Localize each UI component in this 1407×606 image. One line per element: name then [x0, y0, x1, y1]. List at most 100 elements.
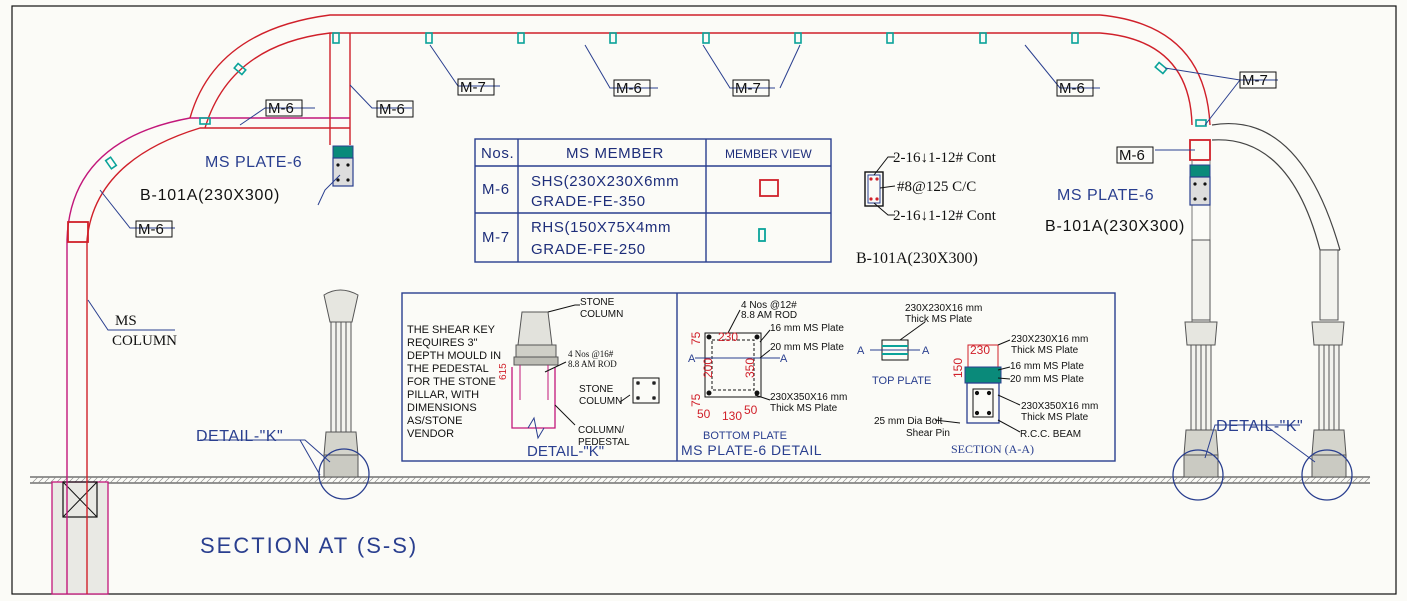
beam-label-left: B-101A(230X300) — [140, 187, 280, 204]
plate-rod-2: 8.8 AM ROD — [741, 310, 797, 321]
plate-bottom-1: 230X350X16 mm — [770, 392, 847, 403]
rod-label-2: 8.8 AM ROD — [568, 359, 617, 369]
member-table — [474, 138, 832, 263]
top-plate-drawing — [870, 321, 926, 361]
stone-column-left — [323, 289, 359, 478]
svg-text:DEPTH MOULD IN: DEPTH MOULD IN — [407, 350, 501, 362]
table-row-1-line1: SHS(230X230X6mm — [531, 173, 679, 190]
stone-column-right-2 — [1311, 249, 1347, 478]
detail-k-left: DETAIL-"K" — [196, 428, 283, 445]
sheet-border — [11, 5, 1397, 595]
stone-column-right-1 — [1183, 239, 1219, 478]
table-row-1-nos: M-6 — [482, 181, 510, 198]
svg-text:THE PEDESTAL: THE PEDESTAL — [407, 363, 489, 375]
table-row-1-line2: GRADE-FE-350 — [531, 193, 646, 210]
rod-label-1: 4 Nos @16# — [568, 349, 614, 359]
dim-50-a: 50 — [697, 407, 711, 421]
section-aa-drawing — [934, 339, 1021, 433]
top-plate-label-2: Thick MS Plate — [905, 314, 973, 325]
section-mark-a-3: A — [857, 345, 865, 357]
dim-350: 350 — [743, 358, 757, 378]
teal-rect-icon — [758, 228, 766, 242]
table-header-nos: Nos. — [481, 145, 514, 162]
dim-230-a: 230 — [718, 330, 738, 344]
leader-lines — [87, 44, 1316, 476]
dim-130: 130 — [722, 409, 742, 423]
svg-text:DIMENSIONS: DIMENSIONS — [407, 402, 477, 414]
right-ms-plate-block — [1189, 164, 1211, 206]
section-mark-a-4: A — [922, 345, 930, 357]
svg-text:PILLAR, WITH: PILLAR, WITH — [407, 389, 479, 401]
ms-plate-6-right: MS PLATE-6 — [1057, 187, 1154, 204]
tag-m7-1: M-7 — [460, 79, 486, 96]
beam-label-right: B-101A(230X300) — [1045, 218, 1185, 235]
column-pedestal-2: PEDESTAL — [578, 437, 630, 448]
top-plate-label-1: 230X230X16 mm — [905, 303, 982, 314]
svg-text:REQUIRES 3": REQUIRES 3" — [407, 337, 478, 349]
tag-m6-4: M-6 — [1059, 80, 1085, 97]
table-row-2-nos: M-7 — [482, 229, 510, 246]
beam-top-rebar: 2-16↓1-12# Cont — [893, 150, 997, 166]
beam-detail-title: B-101A(230X300) — [856, 250, 978, 267]
sec-rcc: R.C.C. BEAM — [1020, 429, 1081, 440]
dim-615: 615 — [498, 363, 509, 380]
table-row-2-line1: RHS(150X75X4mm — [531, 219, 671, 236]
tag-m7-3: M-7 — [1242, 72, 1268, 89]
tag-m6-1: M-6 — [268, 100, 294, 117]
detail-k-right: DETAIL-"K" — [1216, 418, 1303, 435]
sec-bolt-1: 25 mm Dia Bolt — [874, 416, 943, 427]
tag-m6-6: M-6 — [138, 221, 164, 238]
section-mark-a-1: A — [688, 353, 696, 365]
red-square-icon — [759, 179, 779, 197]
ms-plate-detail-title: MS PLATE-6 DETAIL — [681, 442, 822, 458]
plate-16mm: 16 mm MS Plate — [770, 323, 844, 334]
tag-m7-2: M-7 — [735, 80, 761, 97]
detail-k-drawing — [511, 304, 660, 440]
ms-column-label-1: MS — [115, 313, 137, 329]
sec-top-1: 230X230X16 mm — [1011, 334, 1088, 345]
sec-16: 16 mm MS Plate — [1010, 361, 1084, 372]
m7-members — [104, 32, 1207, 170]
detail-box — [401, 292, 1116, 462]
dim-150: 150 — [951, 358, 965, 378]
beam-section-detail — [864, 156, 896, 216]
dim-50-b: 50 — [744, 403, 758, 417]
stone-column-mid-1: STONE — [579, 384, 614, 395]
section-mark-a-2: A — [780, 353, 788, 365]
stone-column-top-2: COLUMN — [580, 309, 623, 320]
bottom-plate-title: BOTTOM PLATE — [703, 430, 787, 442]
sec-bolt-2: Shear Pin — [906, 428, 950, 439]
svg-text:VENDOR: VENDOR — [407, 428, 454, 440]
beam-bottom-rebar: 2-16↓1-12# Cont — [893, 208, 997, 224]
sec-top-2: Thick MS Plate — [1011, 345, 1079, 356]
plate-bottom-2: Thick MS Plate — [770, 403, 838, 414]
table-header-member: MS MEMBER — [566, 145, 664, 162]
dim-75-a: 75 — [689, 331, 703, 345]
table-row-2-line2: GRADE-FE-250 — [531, 241, 646, 258]
svg-text:FOR THE STONE: FOR THE STONE — [407, 376, 496, 388]
bottom-plate-drawing — [695, 309, 780, 401]
stone-column-mid-2: COLUMN — [579, 396, 622, 407]
ground-line — [30, 476, 1371, 484]
sec-bottom-2: Thick MS Plate — [1021, 412, 1089, 423]
dim-75-b: 75 — [689, 393, 703, 407]
left-ms-plate-block — [332, 145, 354, 187]
plate-rod-1: 4 Nos @12# — [741, 300, 797, 311]
dim-230-b: 230 — [970, 343, 990, 357]
svg-text:AS/STONE: AS/STONE — [407, 415, 462, 427]
shear-key-note: THE SHEAR KEY REQUIRES 3" DEPTH MOULD IN… — [407, 324, 501, 440]
ms-plate-6-left: MS PLATE-6 — [205, 154, 302, 171]
tag-m6-3: M-6 — [616, 80, 642, 97]
dim-200: 200 — [701, 358, 715, 378]
sec-bottom-1: 230X350X16 mm — [1021, 401, 1098, 412]
svg-text:THE SHEAR KEY: THE SHEAR KEY — [407, 324, 496, 336]
detail-k-inner-title: DETAIL-"K" — [527, 443, 604, 460]
ms-column-label-2: COLUMN — [112, 333, 177, 349]
left-arch-frame — [66, 14, 1100, 594]
plate-20mm: 20 mm MS Plate — [770, 342, 844, 353]
member-tags — [135, 71, 1277, 238]
tag-m6-5: M-6 — [1119, 147, 1145, 164]
top-plate-title: TOP PLATE — [872, 375, 931, 387]
